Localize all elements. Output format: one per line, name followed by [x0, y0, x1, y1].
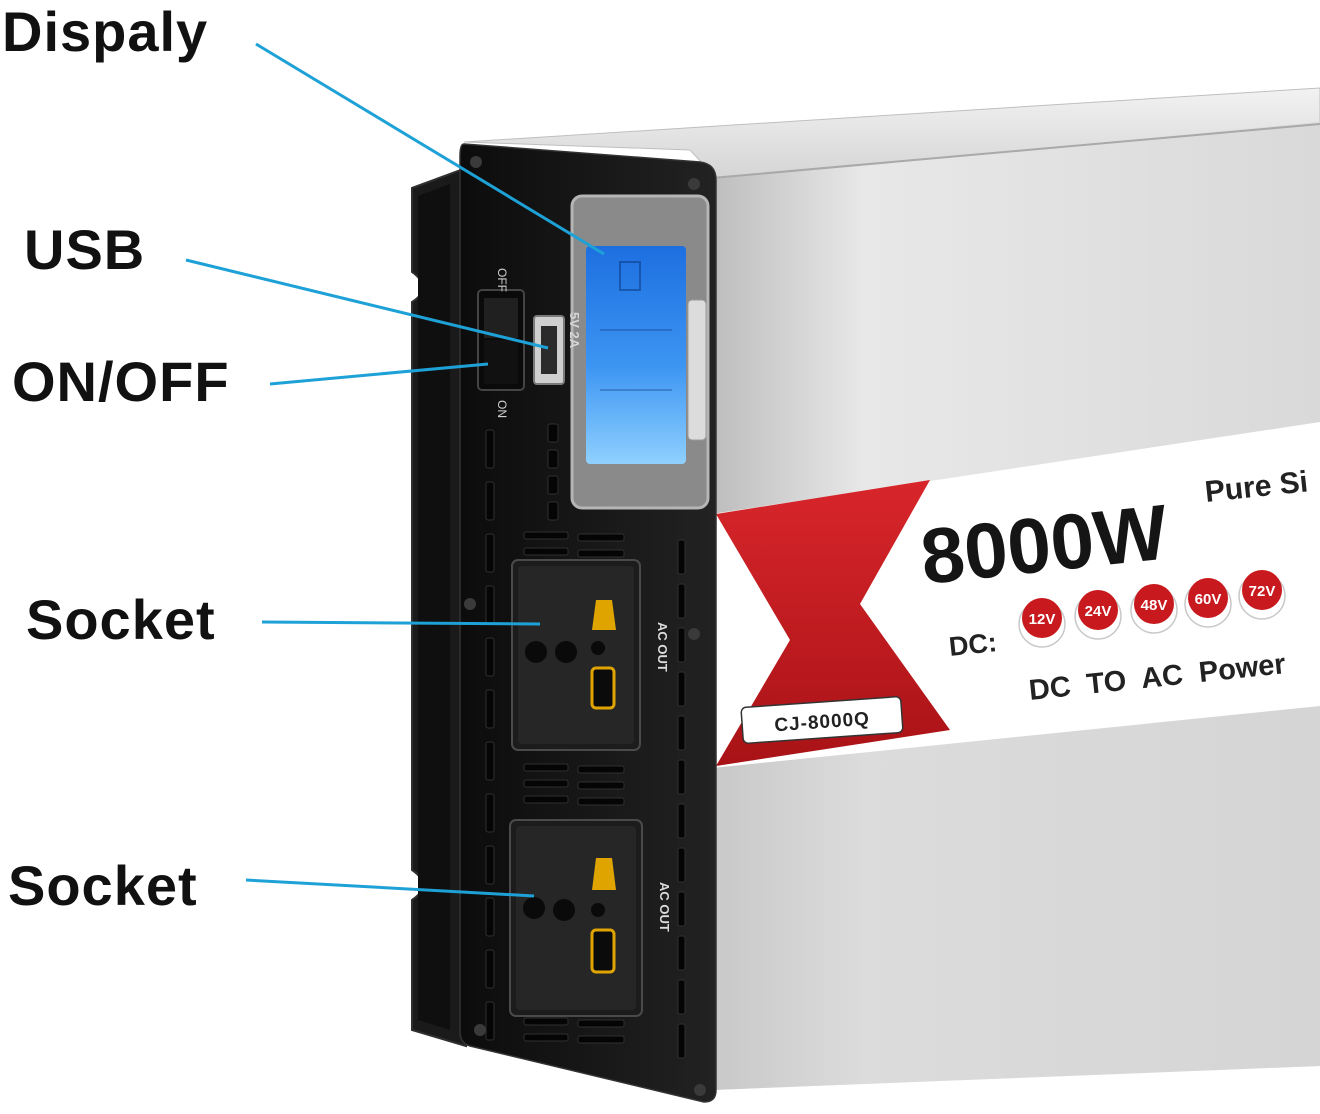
callout-line-display: [255, 42, 605, 256]
voltage-badge-label: 12V: [1029, 611, 1056, 628]
vent-slot: [523, 531, 569, 540]
vent-slot: [677, 891, 686, 927]
vent-slot: [577, 781, 625, 790]
vent-slot: [577, 533, 625, 542]
vent-slot: [523, 1017, 569, 1026]
vent-slot: [577, 1035, 625, 1044]
voltage-badge-label: 72V: [1249, 583, 1276, 600]
vent-slot: [547, 475, 559, 495]
voltage-badge-label: 24V: [1085, 603, 1112, 620]
callout-on-off-label: ON/OFF: [12, 350, 230, 413]
vent-slot: [523, 779, 569, 788]
vent-slot: [485, 793, 495, 833]
vent-slot: [677, 803, 686, 839]
vent-slot: [677, 935, 686, 971]
vent-slot: [677, 671, 686, 707]
switch-on-label: ON: [495, 400, 509, 418]
voltage-badge: 72V: [1238, 570, 1286, 620]
callout-lines: [185, 42, 605, 898]
callout-socket-label-1: Socket: [26, 588, 216, 651]
callout-line-socket-1: [261, 620, 541, 626]
power-switch[interactable]: OFF ON: [477, 268, 525, 418]
voltage-badge-label: 60V: [1195, 591, 1222, 608]
ac-socket-2[interactable]: AC OUT: [509, 819, 672, 1017]
vent-slot: [523, 547, 569, 556]
ac-out-label-2: AC OUT: [657, 882, 672, 932]
vent-slot: [485, 689, 495, 729]
vent-slot: [485, 949, 495, 989]
vent-slot: [485, 481, 495, 521]
ac-socket-1[interactable]: AC OUT: [511, 559, 670, 751]
vent-slot: [547, 501, 559, 521]
lcd-screen: [586, 246, 686, 464]
vent-slot: [523, 795, 569, 804]
dc-label-text: DC:: [947, 627, 998, 662]
ac-out-label-1: AC OUT: [655, 622, 670, 672]
callout-line-onoff: [269, 362, 489, 386]
callout-line-usb: [185, 258, 549, 350]
mounting-bracket: [411, 166, 467, 1048]
usb-rating-label: 5V 2A: [567, 312, 582, 349]
voltage-badge: 48V: [1130, 584, 1178, 634]
vent-slot: [577, 765, 625, 774]
vent-slot: [485, 897, 495, 937]
vent-slot: [523, 763, 569, 772]
lcd-display: [570, 194, 710, 510]
vent-slot: [577, 1019, 625, 1028]
vent-slot: [677, 759, 686, 795]
ventilation-slots: [485, 423, 686, 1059]
voltage-badge-label: 48V: [1141, 597, 1168, 614]
vent-slot: [547, 423, 559, 443]
vent-slot: [485, 533, 495, 573]
vent-slot: [677, 1023, 686, 1059]
voltage-badges: 12V 24V 48V 60V 72V: [1018, 570, 1286, 648]
vent-slot: [577, 797, 625, 806]
vent-slot: [677, 539, 686, 575]
callout-socket-label-2: Socket: [8, 854, 198, 917]
label-red-chevron: [716, 480, 950, 766]
voltage-badge: 24V: [1074, 590, 1122, 640]
vent-slot: [485, 1001, 495, 1041]
vent-slot: [677, 847, 686, 883]
vent-slot: [577, 549, 625, 558]
vent-slot: [547, 449, 559, 469]
voltage-badge: 12V: [1018, 598, 1066, 648]
vent-slot: [485, 429, 495, 469]
product-label: CJ-8000Q 8000W Pure Si DC: DC TO AC Powe…: [712, 422, 1320, 768]
vent-slot: [485, 845, 495, 885]
vent-slot: [485, 741, 495, 781]
vent-slot: [677, 583, 686, 619]
model-badge: [740, 696, 904, 744]
vent-slot: [677, 979, 686, 1015]
callout-display-label: Dispaly: [2, 0, 209, 63]
voltage-badge: 60V: [1184, 578, 1232, 628]
callout-usb-label: USB: [24, 218, 146, 281]
vent-slot: [677, 715, 686, 751]
vent-slot: [485, 585, 495, 625]
switch-off-label: OFF: [495, 268, 509, 292]
vent-slot: [523, 1033, 569, 1042]
usb-port[interactable]: 5V 2A: [533, 312, 582, 385]
callout-line-socket-2: [245, 878, 535, 898]
vent-slot: [485, 637, 495, 677]
vent-slot: [677, 627, 686, 663]
